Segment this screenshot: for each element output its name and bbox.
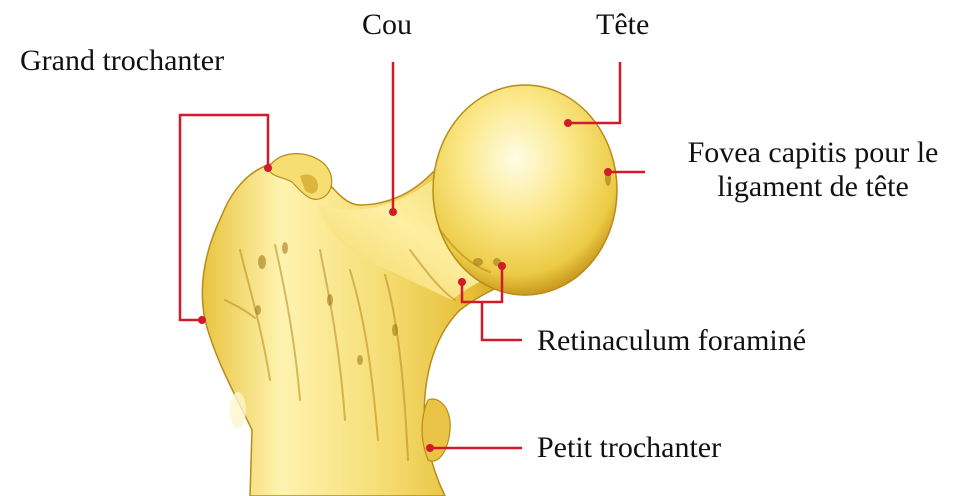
label-petit-trochanter: Petit trochanter [537, 431, 721, 465]
label-fovea-capitis: Fovea capitis pour le ligament de tête [664, 136, 962, 204]
label-fovea-line1: Fovea capitis pour le [664, 136, 962, 170]
label-retinaculum: Retinaculum foraminé [537, 324, 806, 358]
label-grand-trochanter: Grand trochanter [20, 44, 224, 78]
label-fovea-line2: ligament de tête [664, 170, 962, 204]
leader-retinaculum-out [482, 302, 522, 340]
label-tete: Tête [596, 8, 649, 42]
bone-pale-patch [230, 392, 246, 428]
label-cou: Cou [362, 8, 412, 42]
femoral-head [433, 85, 617, 295]
lesser-trochanter [422, 399, 450, 461]
